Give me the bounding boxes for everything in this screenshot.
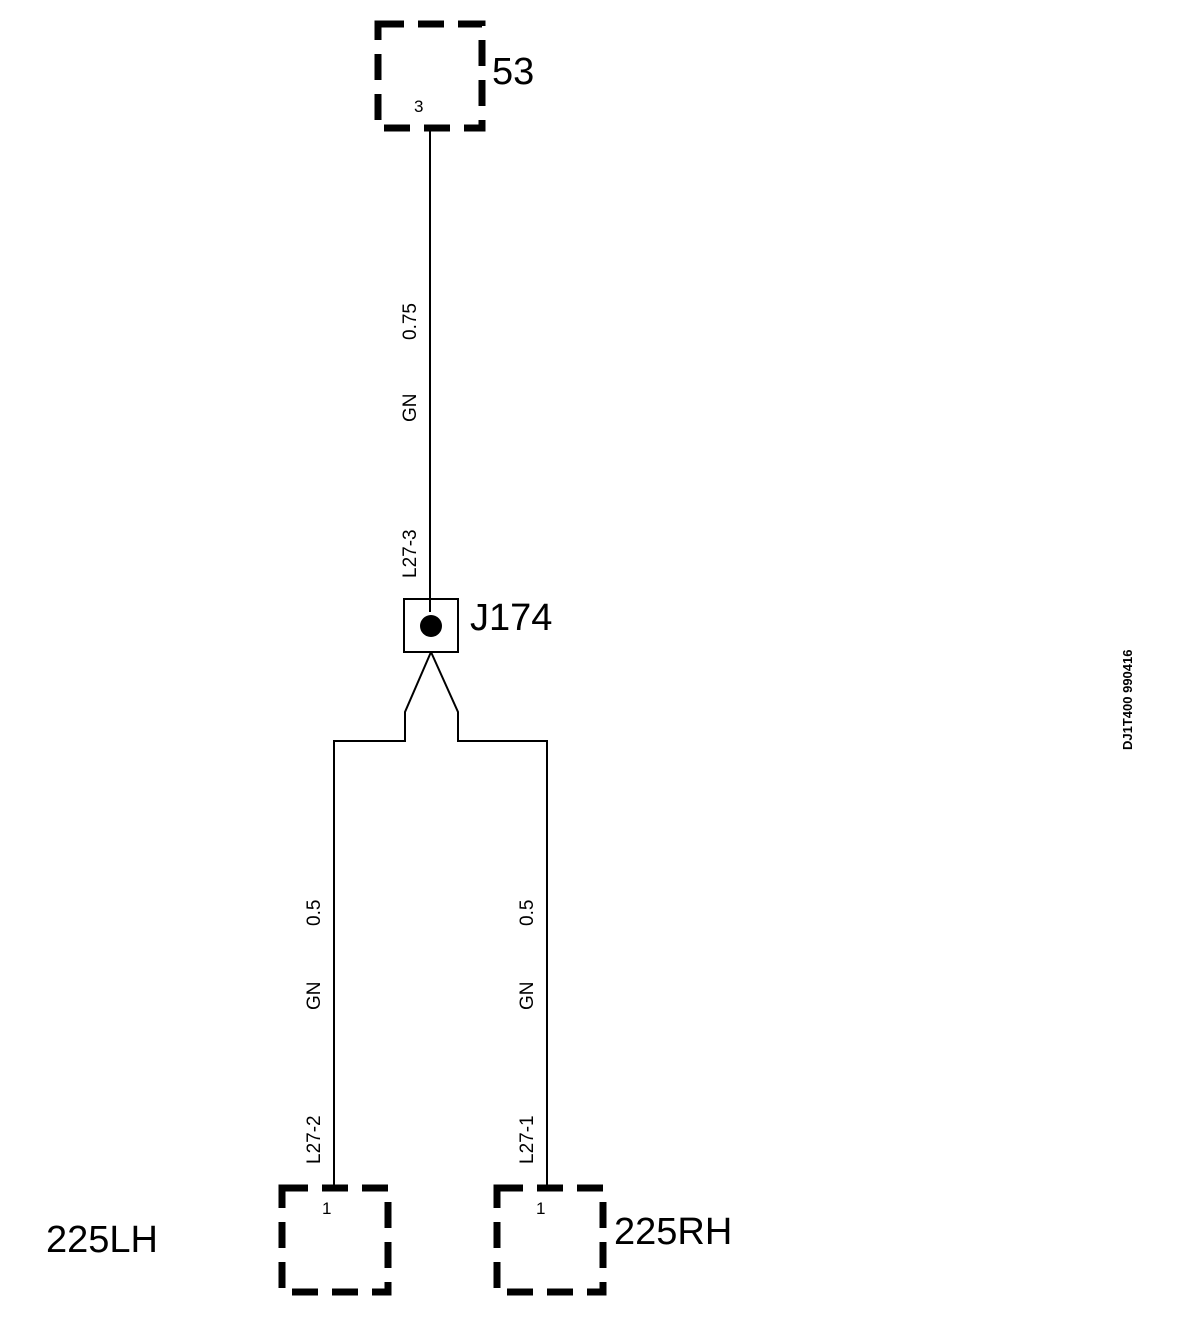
- connector-225rh[interactable]: 1 225RH: [493, 1184, 732, 1296]
- wire-l27-2-circuit: L27-2: [304, 1115, 325, 1164]
- junction-j174[interactable]: J174: [403, 597, 552, 653]
- connector-53-label: 53: [492, 51, 534, 93]
- connector-225rh-label: 225RH: [614, 1211, 732, 1253]
- connector-225lh-pin: 1: [322, 1199, 331, 1218]
- wire-l27-3-size: 0.75: [400, 303, 421, 340]
- connector-225lh[interactable]: 1 225LH: [46, 1184, 392, 1296]
- wire-l27-1[interactable]: [430, 651, 548, 1188]
- connector-53-pin: 3: [414, 97, 423, 116]
- wire-l27-3-circuit: L27-3: [400, 529, 421, 578]
- wire-l27-3-color: GN: [400, 394, 421, 423]
- connector-53[interactable]: 53 3: [374, 20, 534, 132]
- wire-l27-1-color: GN: [517, 982, 538, 1011]
- connector-225lh-label: 225LH: [46, 1219, 158, 1261]
- wire-l27-2-color: GN: [304, 982, 325, 1011]
- drawing-code: DJ1T400 990416: [1120, 650, 1135, 750]
- wire-l27-2-size: 0.5: [304, 900, 325, 926]
- junction-dot-icon: [420, 615, 442, 637]
- connector-225rh-pin: 1: [536, 1199, 545, 1218]
- wire-l27-1-circuit: L27-1: [517, 1115, 538, 1164]
- junction-j174-label: J174: [470, 597, 552, 639]
- wire-l27-1-size: 0.5: [517, 900, 538, 926]
- wire-l27-2[interactable]: [333, 651, 432, 1188]
